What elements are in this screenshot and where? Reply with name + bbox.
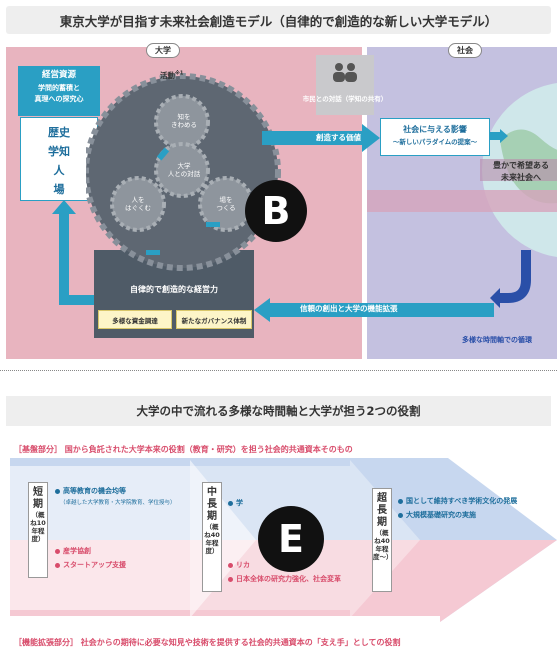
short-red-item-1: 産学協創 — [55, 546, 91, 556]
cycle-arrow-right — [490, 250, 531, 308]
people-icon — [333, 63, 357, 82]
short-blue-item: 高等教育の機会均等 — [55, 486, 126, 496]
long-blue-item-1: 国として維持すべき学術文化の発展 — [398, 496, 517, 506]
short-red-item-2: スタートアップ支援 — [55, 560, 126, 570]
period-long-label: 超長期 — [377, 493, 387, 528]
history-item: 場 — [53, 183, 65, 196]
activity-gears — [86, 73, 281, 271]
future-society: 豊かで希望ある未来社会へ — [493, 161, 549, 182]
impact-arrow — [490, 128, 508, 143]
gear-label-nurture: 人をはぐくむ — [125, 196, 151, 212]
funding-button: 多様な資金調達 — [98, 310, 172, 329]
gear-label-knowledge: 知をきわめる — [171, 113, 197, 129]
period-short: 短期 （概ね10年程度） — [28, 482, 48, 578]
resources-heading: 経営資源 — [41, 70, 76, 80]
impact-subtitle: 〜新しいパラダイムの提案〜 — [392, 138, 478, 146]
governance-button: 新たなガバナンス体制 — [176, 310, 252, 329]
mid-red-item-1: リカ — [228, 560, 250, 570]
history-item: 人 — [53, 164, 65, 177]
dialogue-backdrop — [316, 55, 374, 115]
period-short-label: 短期 — [33, 487, 43, 510]
resources-line1: 学問的蓄積と — [38, 84, 80, 92]
gear-label-dialogue: 大学人との対話 — [167, 162, 201, 178]
globe-graphic — [480, 82, 557, 258]
cycle-label: 多様な時間軸での循環 — [462, 336, 532, 344]
badge-b: B — [245, 180, 307, 242]
impact-title: 社会に与える影響 — [403, 125, 467, 134]
period-long-sub: （概ね40年程度〜） — [373, 529, 393, 561]
badge-e: E — [258, 506, 324, 572]
history-item: 歴史 — [48, 126, 70, 139]
period-mid: 中長期 （概ね40年程度） — [202, 482, 222, 592]
long-blue-item-2: 大規模基礎研究の実施 — [398, 510, 476, 520]
period-mid-label: 中長期 — [207, 487, 217, 522]
gear-label-place: 場をつくる — [216, 196, 236, 212]
extension-part-line: ［機能拡張部分］ 社会からの期待に必要な知見や技術を提供する社会的共通資本の「支… — [14, 638, 401, 647]
base-part-line: ［基盤部分］ 国から負託された大学本来の役割（教育・研究）を担う社会的共通資本そ… — [14, 445, 353, 454]
section2-title: 大学の中で流れる多様な時間軸と大学が担う2つの役割 — [6, 396, 551, 426]
management-title: 自律的で創造的な経営力 — [130, 285, 218, 294]
short-blue-sub: （卓越した大学教育・大学院教育、学位授与） — [60, 500, 176, 506]
resources-box: 経営資源 学問的蓄積と 真理への探究心 — [18, 66, 100, 116]
trust-arrow — [254, 298, 494, 322]
period-short-sub: （概ね10年程度） — [30, 511, 46, 543]
university-tag: 大学 — [146, 43, 180, 58]
value-band — [367, 190, 557, 212]
value-arrow — [262, 124, 380, 152]
period-long: 超長期 （概ね40年程度〜） — [372, 488, 393, 592]
resources-line2: 真理への探究心 — [34, 95, 84, 103]
mid-blue-item: 学 — [228, 498, 243, 508]
loop-arrow-left — [52, 200, 98, 305]
activity-label: 活動※1 — [160, 70, 184, 81]
connector-line — [0, 370, 557, 371]
main-title: 東京大学が目指す未来社会創造モデル（自律的で創造的な新しい大学モデル） — [6, 6, 551, 34]
period-mid-sub: （概ね40年程度） — [204, 523, 220, 555]
history-item: 学知 — [48, 145, 70, 158]
trust-label: 信頼の創出と大学の機能拡張 — [300, 304, 398, 313]
mid-red-item-2: 日本全体の研究力強化、社会変革 — [228, 574, 341, 584]
value-label: 創造する価値 — [316, 133, 361, 142]
society-tag: 社会 — [448, 43, 482, 58]
impact-box: 社会に与える影響 〜新しいパラダイムの提案〜 — [380, 118, 490, 156]
dialogue-label: 市民との対話（学知の共有） — [302, 95, 388, 103]
